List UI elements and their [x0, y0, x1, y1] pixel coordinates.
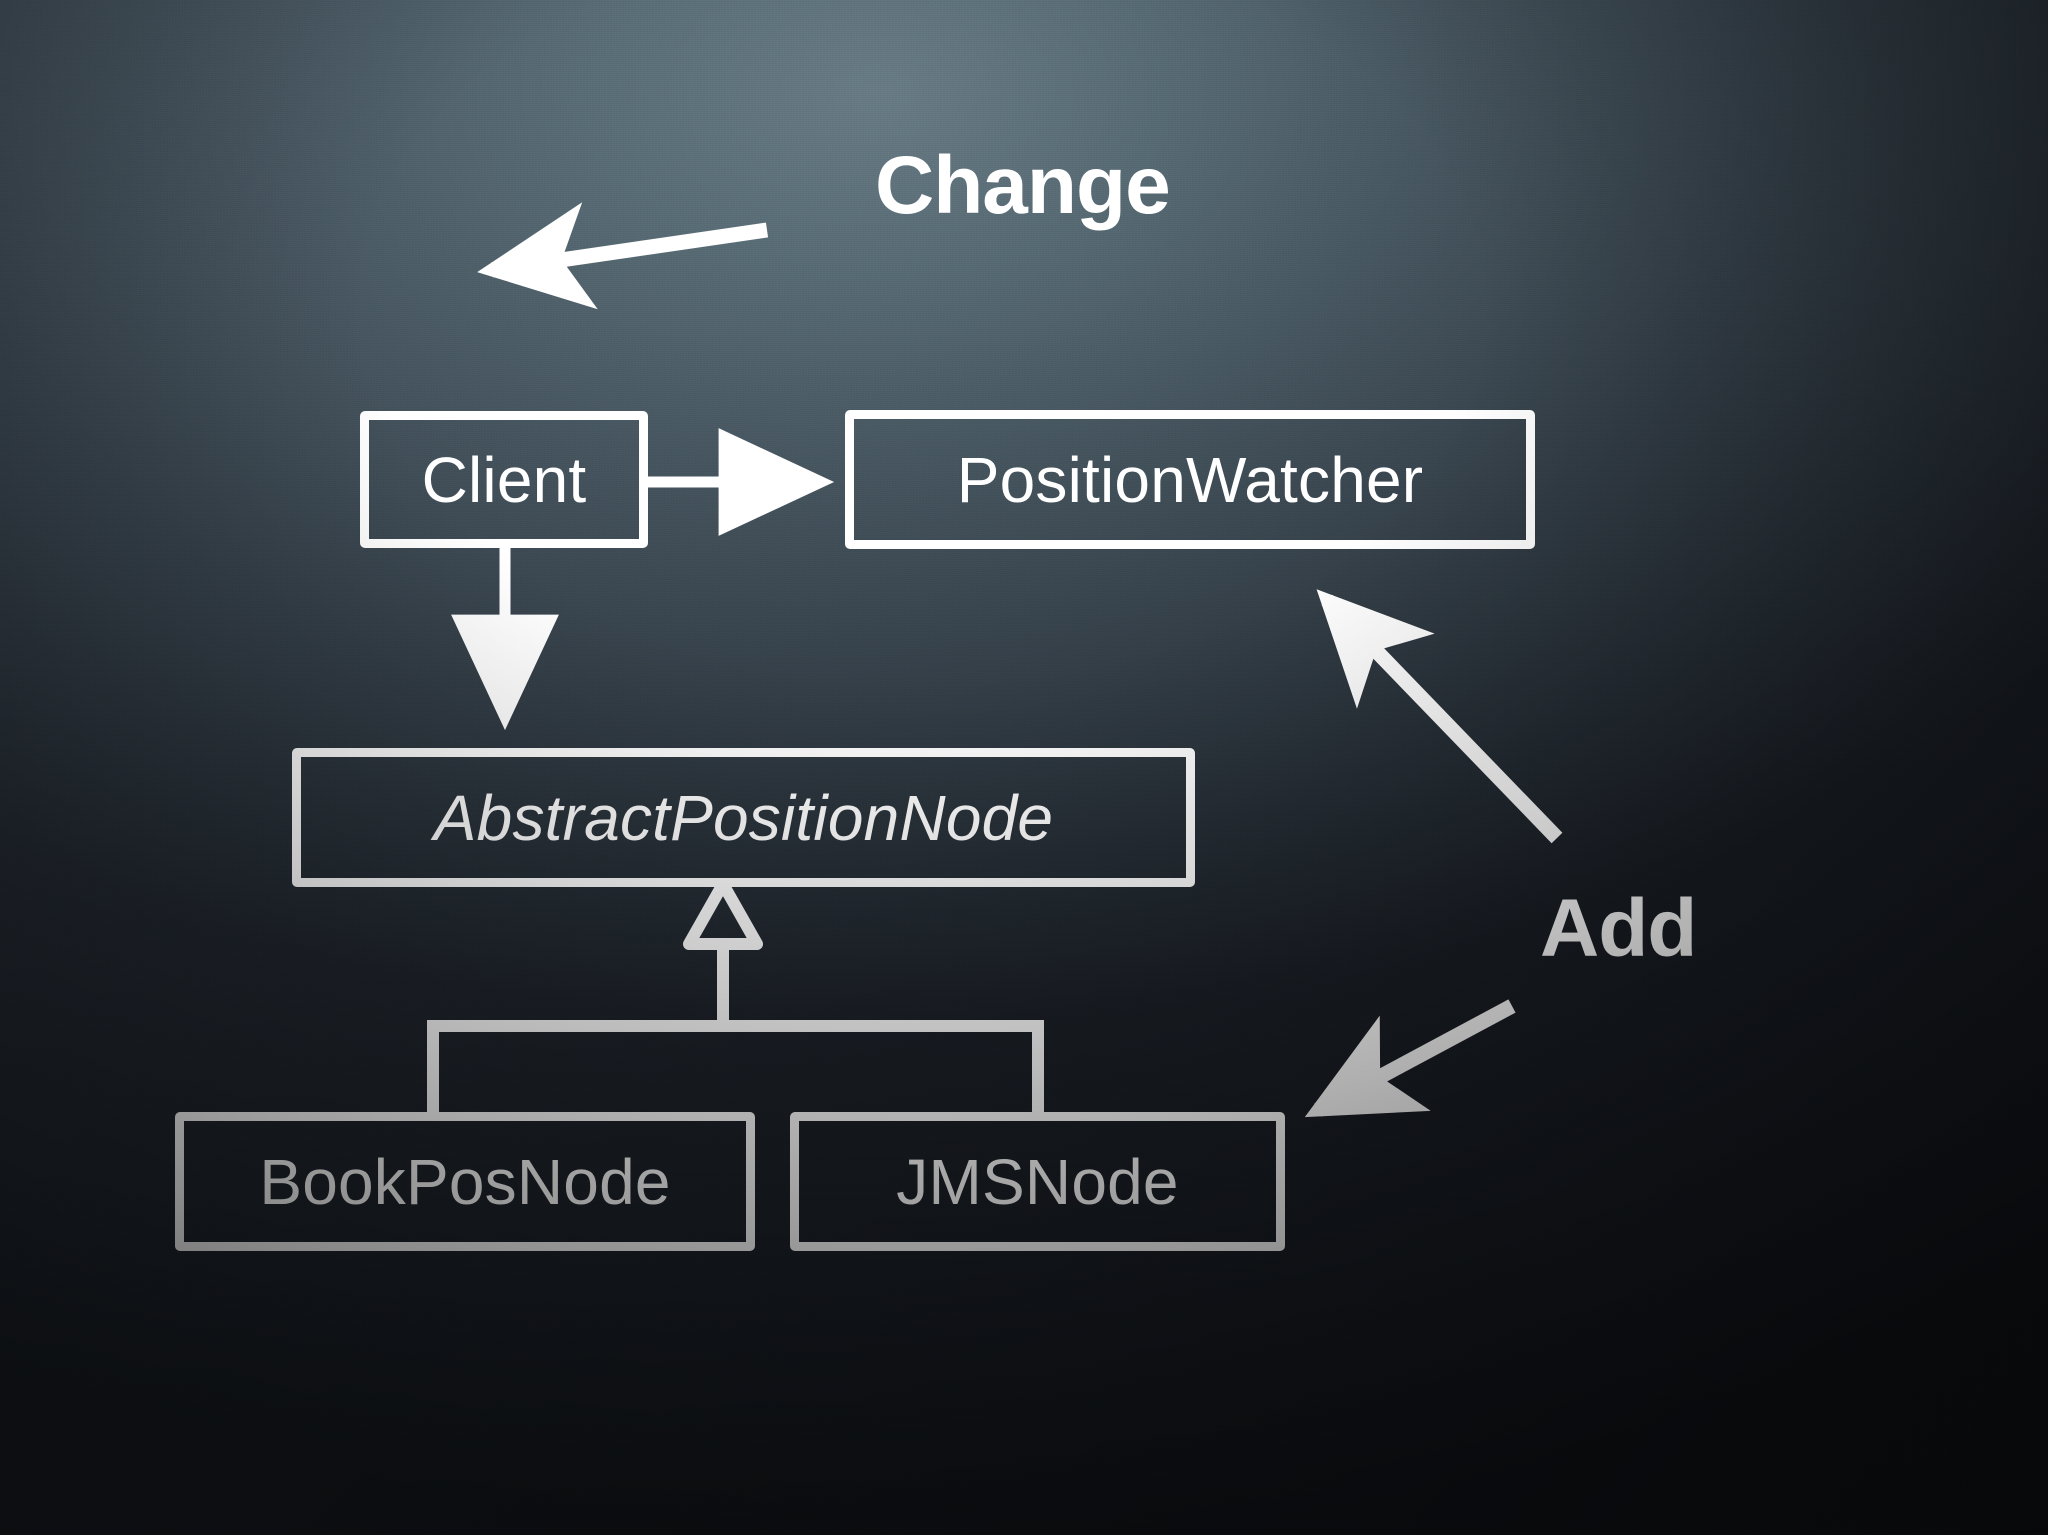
class-label-client: Client — [421, 443, 587, 516]
class-label-bookposnode: BookPosNode — [259, 1145, 671, 1218]
class-label-jmsnode: JMSNode — [896, 1145, 1179, 1218]
class-box-jmsnode[interactable]: JMSNode — [790, 1112, 1285, 1251]
annotation-arrow-add-to-jmsnode — [1304, 999, 1516, 1118]
class-label-abstractpositionnode: AbstractPositionNode — [433, 781, 1054, 854]
class-box-bookposnode[interactable]: BookPosNode — [175, 1112, 755, 1251]
annotation-label-change: Change — [875, 140, 1171, 231]
annotation-arrow-change — [477, 202, 769, 310]
class-box-client[interactable]: Client — [360, 411, 648, 548]
annotation-label-add: Add — [1540, 883, 1697, 974]
annotation-arrow-add-to-positionwatcher — [1316, 589, 1563, 844]
class-box-abstractpositionnode[interactable]: AbstractPositionNode — [292, 748, 1195, 887]
class-label-positionwatcher: PositionWatcher — [956, 443, 1424, 516]
generalization-triangle-icon — [427, 878, 1044, 1112]
class-box-positionwatcher[interactable]: PositionWatcher — [845, 410, 1535, 549]
